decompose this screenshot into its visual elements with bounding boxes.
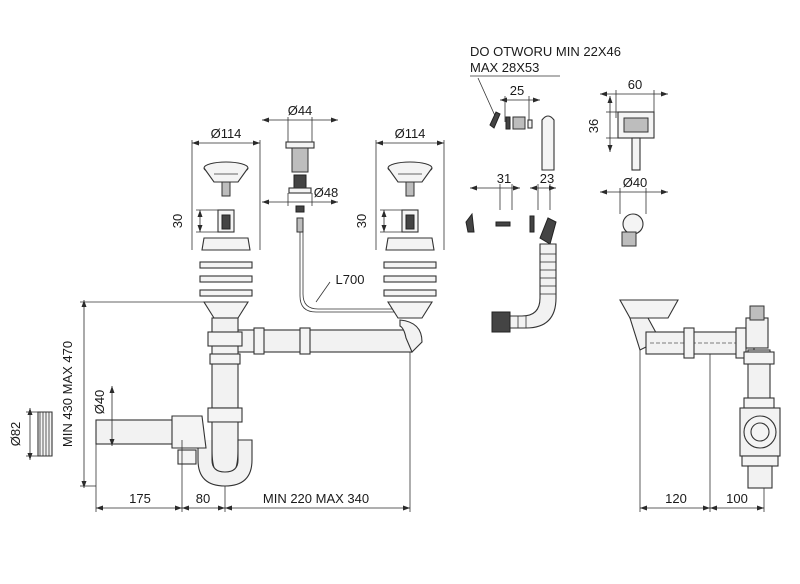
side-120-label: 120 (665, 491, 687, 506)
overflow-width-label: 25 (510, 83, 524, 98)
overflow-top-diameter-label: Ø44 (288, 103, 313, 118)
side-100-label: 100 (726, 491, 748, 506)
overflow-small-width2-label: 23 (540, 171, 554, 186)
dist-175-label: 175 (129, 491, 151, 506)
right-basket-strainer: Ø114 30 (354, 126, 445, 297)
overflow-small-width-label: 31 (497, 171, 511, 186)
box-height-label: 36 (586, 119, 601, 133)
overflow-button-assembly: Ø44 Ø48 L700 (262, 103, 400, 313)
cable-length-label: L700 (336, 272, 365, 287)
outlet-diameter-label: Ø82 (8, 422, 23, 447)
overflow-note-line1: DO OTWORU MIN 22X46 (470, 44, 621, 59)
overflow-note-line2: MAX 28X53 (470, 60, 539, 75)
height-range-label: MIN 430 MAX 470 (60, 341, 75, 447)
spacing-range-label: MIN 220 MAX 340 (263, 491, 369, 506)
connector-diameter-label: Ø40 (623, 175, 648, 190)
side-view-siphon: 120 100 (619, 299, 781, 512)
dist-80-label: 80 (196, 491, 210, 506)
siphon-pipe-diameter-label: Ø40 (92, 390, 107, 415)
basket-right-diameter-label: Ø114 (395, 126, 426, 141)
left-basket-strainer: Ø114 30 (170, 126, 261, 297)
strainer-depth-right-label: 30 (354, 214, 369, 228)
box-width-label: 60 (628, 77, 642, 92)
overflow-lower-diameter-label: Ø48 (314, 185, 339, 200)
overflow-fitting-detail: DO OTWORU MIN 22X46 MAX 28X53 25 31 23 (465, 44, 621, 333)
front-view-siphon: Ø82 Ø40 MIN 430 MAX 470 175 80 MIN 220 M… (8, 300, 433, 512)
rectangular-overflow-box: 60 36 Ø40 (586, 77, 668, 247)
strainer-depth-left-label: 30 (170, 214, 185, 228)
basket-left-diameter-label: Ø114 (211, 126, 242, 141)
